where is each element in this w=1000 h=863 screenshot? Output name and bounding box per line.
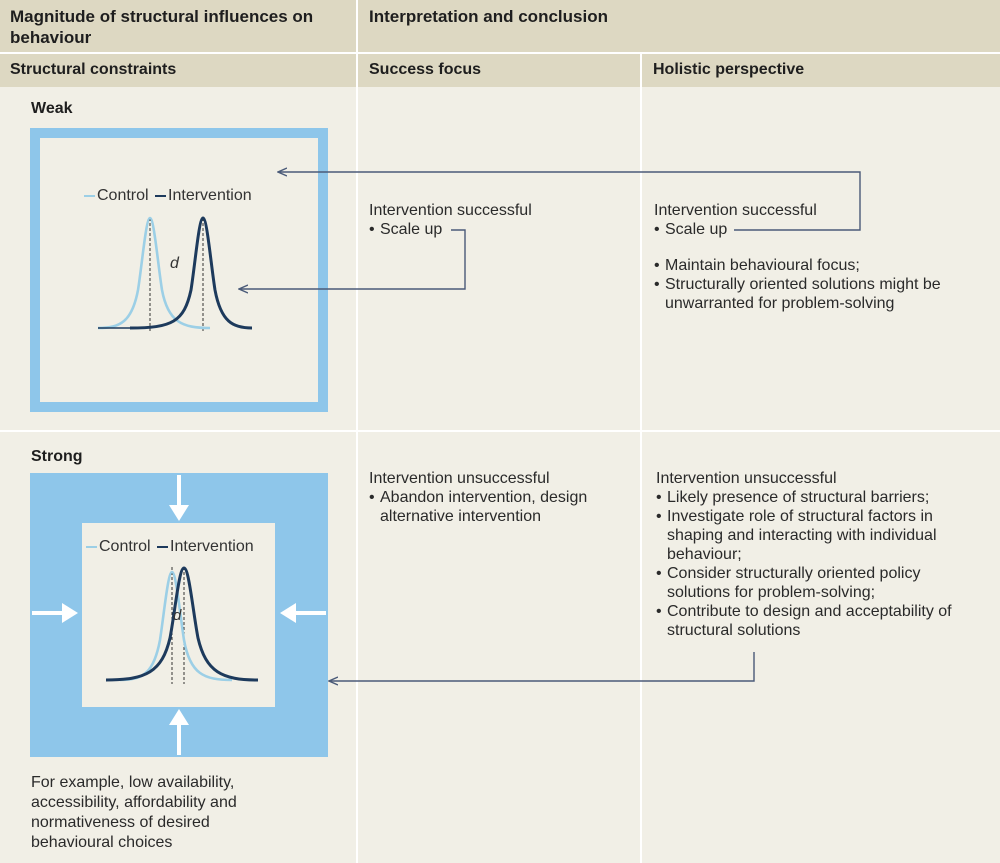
weak-distribution-plot: d bbox=[97, 216, 253, 332]
subheader-success-focus: Success focus bbox=[358, 54, 640, 87]
weak-legend-control: Control bbox=[97, 187, 149, 204]
header-structural-influences: Magnitude of structural influences on be… bbox=[0, 0, 356, 52]
weak-holistic-bullet-1: Scale up bbox=[654, 220, 984, 239]
strong-holistic-bullet-3: Consider structurally oriented policy so… bbox=[656, 564, 967, 602]
strong-success-focus-text: Intervention unsuccessful Abandon interv… bbox=[369, 469, 624, 526]
weak-row-label: Weak bbox=[31, 100, 73, 117]
strong-plot-panel bbox=[82, 523, 275, 707]
arrow-right-icon bbox=[32, 603, 78, 623]
header-col2-title: Interpretation and conclusion bbox=[369, 7, 608, 26]
strong-success-bullet-1: Abandon intervention, design alternative… bbox=[369, 488, 625, 526]
header-divider bbox=[0, 52, 1000, 54]
weak-holistic-text: Intervention successful Scale up Maintai… bbox=[654, 201, 984, 313]
strong-control-curve bbox=[119, 570, 233, 682]
structural-pressure-arrows bbox=[32, 475, 326, 755]
strong-holistic-arrow bbox=[330, 652, 755, 681]
subheader-structural-constraints: Structural constraints bbox=[0, 54, 356, 87]
weak-plot-panel bbox=[40, 138, 318, 402]
arrow-up-icon bbox=[169, 709, 189, 755]
strong-holistic-bullet-1: Likely presence of structural barriers; bbox=[656, 488, 976, 507]
weak-holistic-arrow bbox=[279, 172, 861, 231]
strong-legend-intervention: Intervention bbox=[170, 538, 254, 555]
strong-distribution-plot: d bbox=[105, 566, 259, 684]
weak-effect-label: d bbox=[170, 255, 180, 272]
strong-holistic-heading: Intervention unsuccessful bbox=[656, 470, 837, 487]
control-legend-swatch bbox=[86, 545, 97, 548]
intervention-legend-swatch bbox=[157, 545, 169, 548]
weak-control-curve bbox=[97, 216, 211, 330]
strong-holistic-text: Intervention unsuccessful Likely presenc… bbox=[656, 469, 976, 640]
weak-holistic-heading: Intervention successful bbox=[654, 202, 817, 219]
weak-legend: Control Intervention bbox=[84, 187, 252, 205]
strong-holistic-bullet-2: Investigate role of structural factors i… bbox=[656, 507, 952, 564]
subheader-col1: Structural constraints bbox=[10, 61, 177, 78]
strong-row-label: Strong bbox=[31, 448, 83, 465]
weak-success-heading: Intervention successful bbox=[369, 202, 532, 219]
strong-intervention-curve bbox=[105, 566, 259, 682]
strong-legend-control: Control bbox=[99, 538, 151, 555]
subheader-holistic-perspective: Holistic perspective bbox=[642, 54, 1000, 87]
weak-legend-intervention: Intervention bbox=[168, 187, 252, 204]
header-interpretation: Interpretation and conclusion bbox=[358, 0, 1000, 52]
arrow-down-icon bbox=[169, 475, 189, 521]
weak-intervention-curve bbox=[129, 216, 253, 330]
subheader-col2: Success focus bbox=[369, 61, 482, 78]
arrow-left-icon bbox=[280, 603, 326, 623]
weak-success-arrow bbox=[240, 229, 466, 289]
header-col1-title: Magnitude of structural influences on be… bbox=[10, 7, 314, 47]
weak-holistic-bullet-2: Maintain behavioural focus; bbox=[654, 256, 984, 275]
strong-success-heading: Intervention unsuccessful bbox=[369, 470, 550, 487]
column-divider-2 bbox=[640, 54, 642, 863]
strong-effect-label: d bbox=[173, 607, 182, 624]
weak-success-focus-text: Intervention successful Scale up bbox=[369, 201, 629, 239]
subheader-col3: Holistic perspective bbox=[653, 61, 805, 78]
strong-holistic-bullet-4: Contribute to design and acceptability o… bbox=[656, 602, 977, 640]
row-divider bbox=[0, 430, 1000, 432]
weak-holistic-bullet-3: Structurally oriented solutions might be… bbox=[654, 275, 965, 313]
strong-example-text: For example, low availability, accessibi… bbox=[31, 774, 237, 851]
strong-legend: Control Intervention bbox=[86, 538, 254, 556]
control-legend-swatch bbox=[84, 194, 95, 197]
intervention-legend-swatch bbox=[155, 194, 167, 197]
weak-success-bullet-1: Scale up bbox=[369, 220, 629, 239]
